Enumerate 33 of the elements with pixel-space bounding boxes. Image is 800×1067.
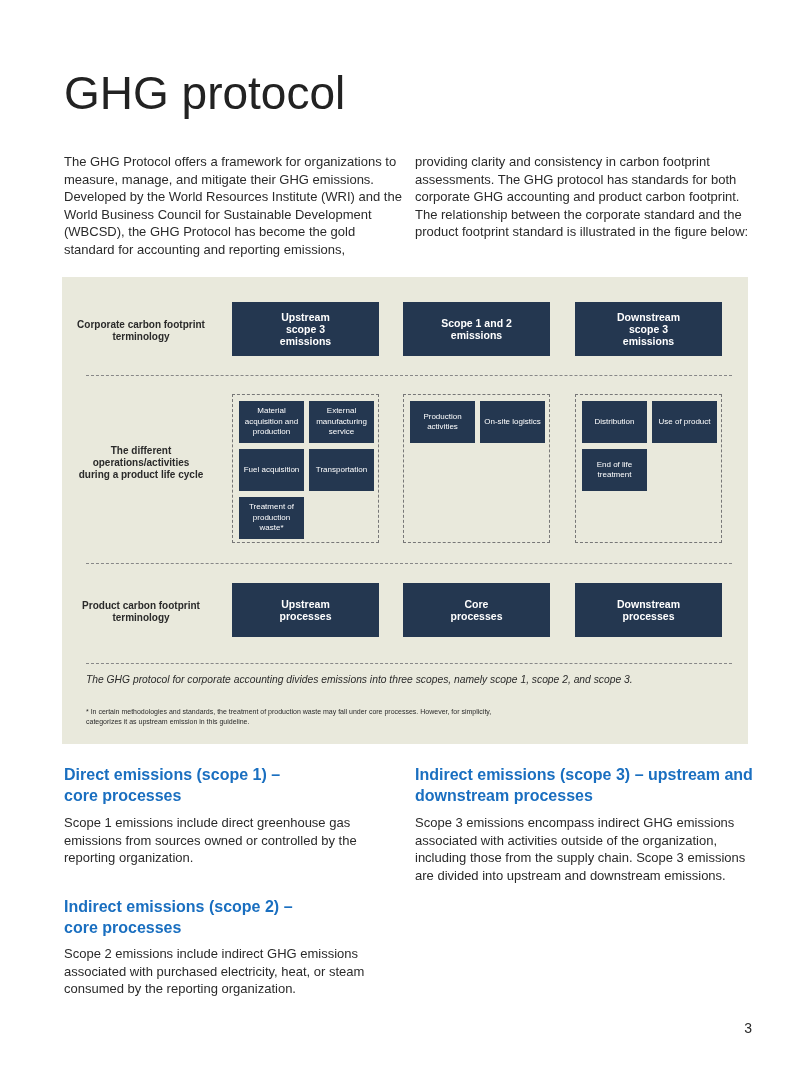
terminology-box: Downstream scope 3 emissions — [575, 302, 722, 356]
section-heading: Direct emissions (scope 1) – core processes — [64, 765, 282, 806]
section-paragraph: Scope 1 emissions include direct greenhouse gas emissions from sources owned or controlled by the reporting organization. — [64, 814, 358, 867]
activity-box: Material acquisition and production — [239, 401, 304, 443]
section-heading: Indirect emissions (scope 3) – upstream and downstream processes — [415, 765, 754, 806]
row-label: Corporate carbon footprint terminology — [76, 319, 206, 343]
intro-paragraph: providing clarity and consistency in carbon footprint assessments. The GHG protocol has standards for both corporate GHG accounting and product carbon footprint. The relationship between the corporate standard and the product footprint standard is illustrated in the figure below: — [415, 153, 750, 241]
figure-caption: The GHG protocol for corporate accounting divides emissions into three scopes, namely scope 1, scope 2, and scope 3. — [86, 674, 634, 685]
dashed-group — [403, 394, 550, 543]
activity-box: Distribution — [582, 401, 647, 443]
page-title: GHG protocol — [64, 66, 347, 120]
activity-box: On-site logistics — [480, 401, 545, 443]
section-heading: Indirect emissions (scope 2) – core processes — [64, 897, 294, 938]
section-paragraph: Scope 3 emissions encompass indirect GHG emissions associated with activities outside of the organization, including those from the supply chain. Scope 3 emissions are divided into upstream and downstream emissions. — [415, 814, 747, 885]
intro-paragraph: The GHG Protocol offers a framework for organizations to measure, manage, and mitigate their GHG emissions. Developed by the World Resources Institute (WRI) and the World Business Council for Sustainable Development (WBCSD), the GHG Protocol has become the gold standard for accounting and reporting emissions, — [64, 153, 402, 259]
terminology-box: Upstream processes — [232, 583, 379, 637]
activity-box: Treatment of production waste* — [239, 497, 304, 539]
activity-box: End of life treatment — [582, 449, 647, 491]
activity-box: Use of product — [652, 401, 717, 443]
row-label: The different operations/activities during a product life cycle — [77, 445, 205, 481]
activity-box: Transportation — [309, 449, 374, 491]
page-number: 3 — [743, 1020, 752, 1036]
dashed-group — [232, 394, 379, 543]
dashed-group — [575, 394, 722, 543]
row-label: Product carbon footprint terminology — [81, 600, 201, 624]
terminology-box: Scope 1 and 2 emissions — [403, 302, 550, 356]
terminology-box: Core processes — [403, 583, 550, 637]
terminology-box: Downstream processes — [575, 583, 722, 637]
section-paragraph: Scope 2 emissions include indirect GHG emissions associated with purchased electricity, heat, or steam consumed by the reporting organization. — [64, 945, 366, 998]
terminology-box: Upstream scope 3 emissions — [232, 302, 379, 356]
activity-box: Fuel acquisition — [239, 449, 304, 491]
activity-box: External manufacturing service — [309, 401, 374, 443]
activity-box: Production activities — [410, 401, 475, 443]
